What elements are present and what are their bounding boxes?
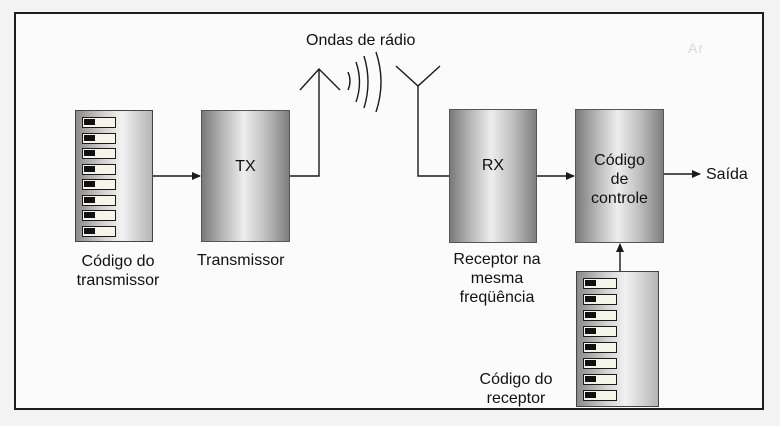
dip-switch-knob xyxy=(84,165,95,172)
dip-switch-knob xyxy=(84,119,95,125)
transmitter-code-switch-block xyxy=(75,110,153,242)
dip-switch xyxy=(82,210,116,221)
dip-switch xyxy=(583,310,617,321)
rx-antenna-feed xyxy=(417,86,449,177)
dip-switch xyxy=(583,374,617,385)
tx-antenna-feed xyxy=(290,69,320,177)
dip-switch-knob xyxy=(84,134,95,141)
dip-switch xyxy=(583,326,617,337)
dip-switch xyxy=(82,163,116,175)
dip-switch-knob xyxy=(585,360,596,366)
tx-box: TX xyxy=(201,110,290,242)
receiver-label: Receptor na mesma freqüência xyxy=(453,251,541,306)
dip-switch xyxy=(583,390,617,401)
dip-switch xyxy=(583,358,617,369)
radio-wave-3 xyxy=(363,55,369,109)
output-label: Saída xyxy=(706,166,748,183)
dip-switch xyxy=(82,148,116,159)
dip-switch-knob xyxy=(84,227,95,234)
dip-switch-knob xyxy=(84,150,95,156)
radio-wave-4 xyxy=(375,51,382,113)
dip-switch xyxy=(583,342,617,353)
dip-switch xyxy=(82,132,116,144)
dip-switch-knob xyxy=(585,296,596,302)
dip-switch-knob xyxy=(84,196,95,203)
radio-wave-2 xyxy=(355,61,361,103)
transmitter-code-label: Código do transmissor xyxy=(76,253,160,289)
transmitter-label: Transmissor xyxy=(197,252,285,269)
dip-switch-knob xyxy=(585,328,596,334)
dip-switch-knob xyxy=(84,212,95,218)
dip-switch xyxy=(583,294,617,305)
dip-switch xyxy=(82,194,116,206)
rx-box-label: RX xyxy=(481,157,505,174)
dip-switch-knob xyxy=(585,376,596,382)
dip-switch-knob xyxy=(84,181,95,187)
dip-switch-knob xyxy=(585,392,596,398)
radio-waves-label: Ondas de rádio xyxy=(306,32,416,49)
tx-box-label: TX xyxy=(235,158,256,175)
dip-switch-knob xyxy=(585,312,596,318)
dip-switch-knob xyxy=(585,280,596,286)
dip-switch xyxy=(82,179,116,190)
dip-switch xyxy=(583,278,617,289)
tx-antenna-icon xyxy=(299,67,341,91)
background-bleed: Ar xyxy=(688,40,704,56)
rx-antenna-icon xyxy=(395,65,441,87)
control-code-label: Código de controle xyxy=(591,152,648,207)
radio-wave-1 xyxy=(347,71,351,91)
dip-switch xyxy=(82,225,116,237)
receiver-code-label: Código do receptor xyxy=(479,371,553,407)
dip-switch-knob xyxy=(585,344,596,350)
rx-box: RX xyxy=(449,109,537,243)
control-code-box: Código de controle xyxy=(575,109,664,243)
receiver-code-switch-block xyxy=(576,271,659,407)
dip-switch xyxy=(82,117,116,128)
